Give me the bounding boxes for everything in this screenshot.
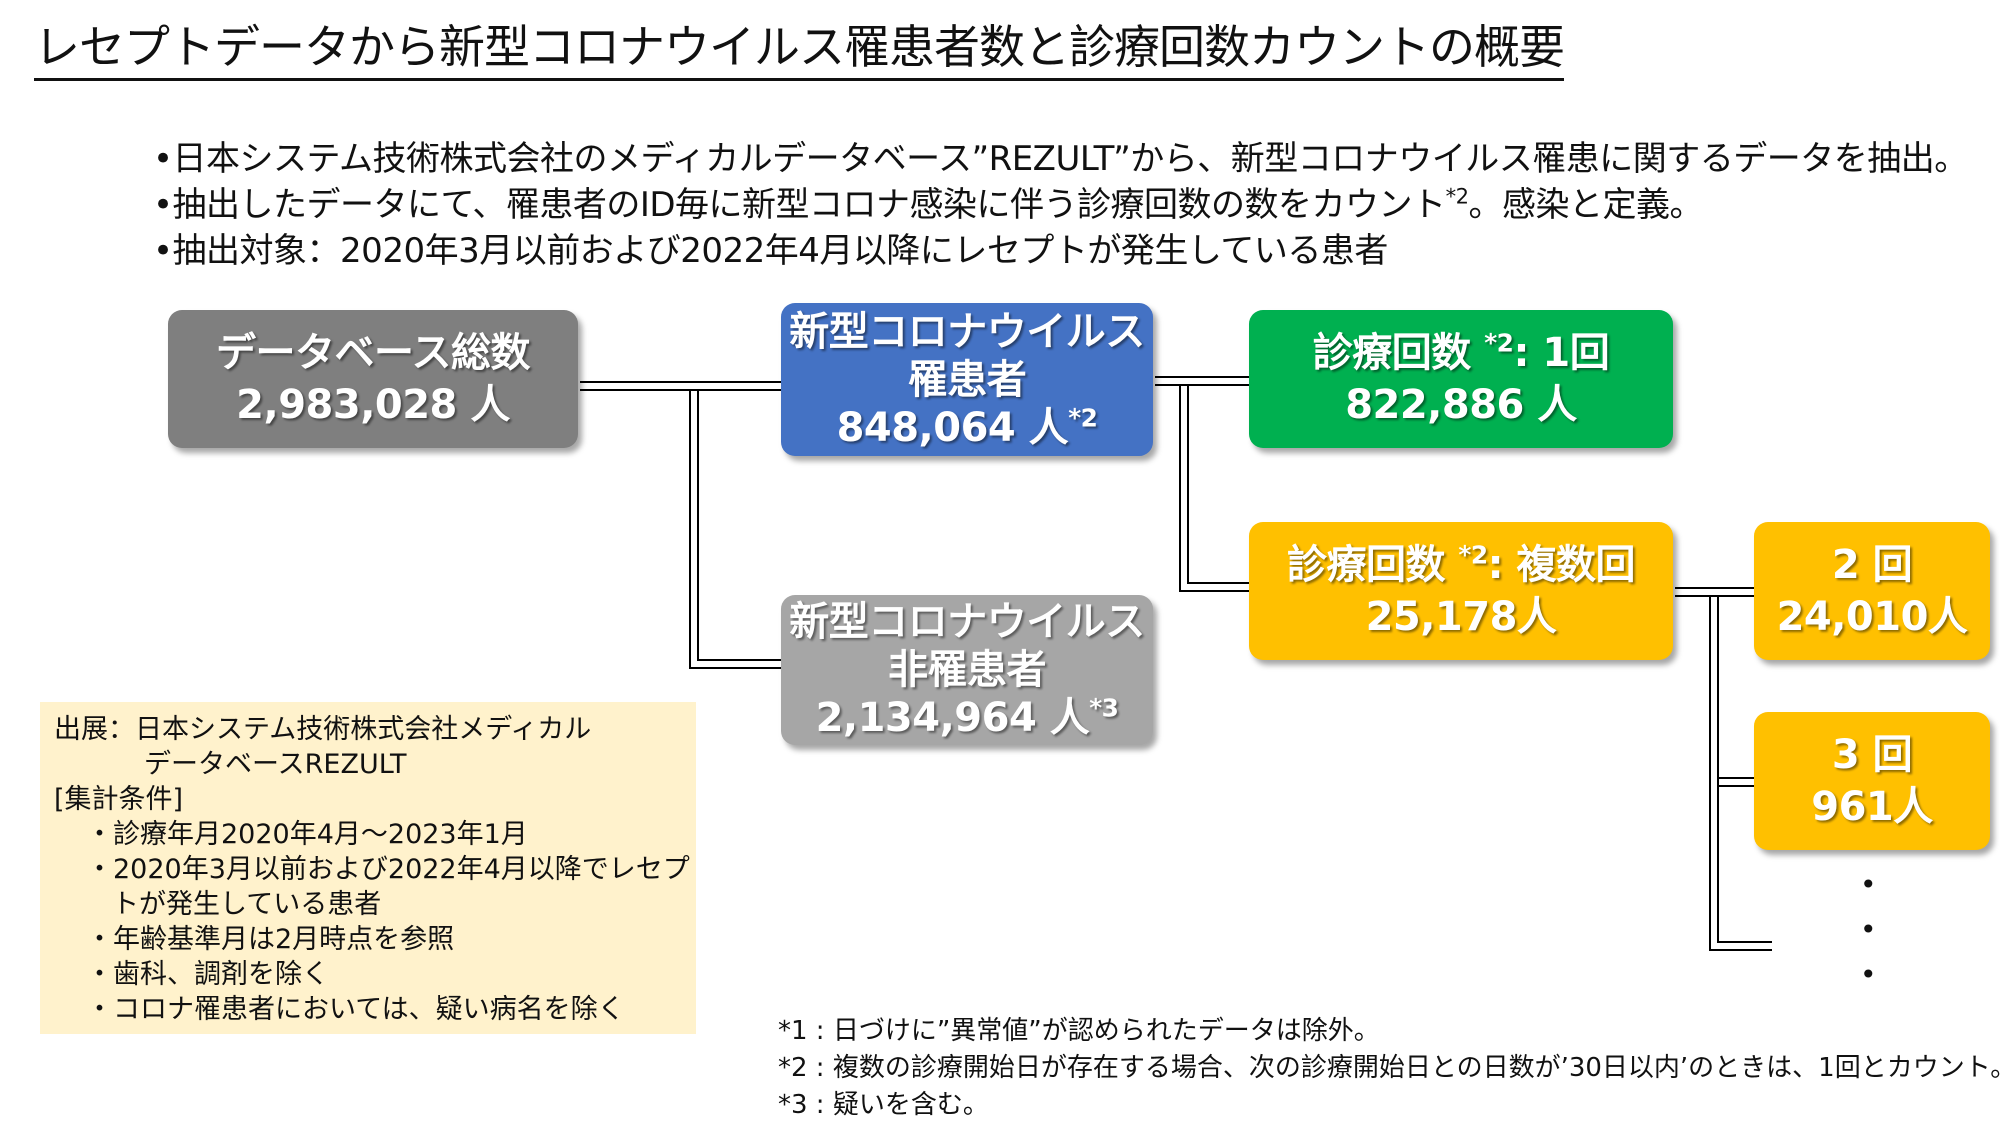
node-visits-once: 診療回数 *2: 1回 822,886 人 <box>1249 310 1673 448</box>
condition-item-cont: トが発生している患者 <box>112 889 382 920</box>
bullet-3: •抽出対象：2020年3月以前および2022年4月以降にレセプトが発生している患… <box>153 231 1388 271</box>
bullet-2: •抽出したデータにて、罹患者のID毎に新型コロナ感染に伴う診療回数の数をカウント… <box>153 183 1704 225</box>
source-line-2: データベースREZULT <box>144 749 407 780</box>
node-noninfected-line2: 非罹患者 <box>888 647 1047 693</box>
node-visits-once-label: 診療回数 *2: 1回 <box>1312 328 1610 376</box>
condition-item: ・2020年3月以前および2022年4月以降でレセプ <box>86 854 690 885</box>
connector-branch2-outer <box>1179 385 1250 592</box>
footnote-2: *2 : 複数の診療開始日が存在する場合、次の診療開始日との日数が’30日以内’… <box>778 1053 2000 1083</box>
ellipsis-more: • • • <box>1860 868 1877 991</box>
source-line-1: 出展：日本システム技術株式会社メディカル <box>54 714 592 745</box>
connector-branch3-outer <box>1709 596 1772 951</box>
conditions-header: [集計条件] <box>54 784 184 815</box>
node-database-label: データベース総数 <box>216 330 531 376</box>
footnotes: *1 : 日づけに”異常値”が認められたデータは除外。 *2 : 複数の診療開始… <box>778 1013 2000 1124</box>
node-infected: 新型コロナウイルス 罹患者 848,064 人*2 <box>781 303 1153 456</box>
node-visits-once-count: 822,886 人 <box>1345 382 1577 428</box>
condition-item: ・コロナ罹患者においては、疑い病名を除く <box>86 994 625 1025</box>
connector-branch2-inner <box>1187 385 1250 584</box>
connector-branch-inner <box>697 390 782 661</box>
footnote-3: *3 : 疑いを含む。 <box>778 1090 989 1120</box>
node-visits-3: 3 回 961人 <box>1754 712 1990 850</box>
node-visits-2-label: 2 回 <box>1831 542 1913 588</box>
node-database-total: データベース総数 2,983,028 人 <box>168 310 578 448</box>
summary-bullets: •日本システム技術株式会社のメディカルデータベース”REZULT”から、新型コロ… <box>153 136 1968 274</box>
node-visits-3-label: 3 回 <box>1831 732 1913 778</box>
node-noninfected: 新型コロナウイルス 非罹患者 2,134,964 人*3 <box>781 595 1153 745</box>
node-visits-multi-label: 診療回数 *2: 複数回 <box>1286 540 1636 588</box>
node-visits-multi-count: 25,178人 <box>1365 594 1557 640</box>
node-noninfected-count: 2,134,964 人*3 <box>815 693 1119 741</box>
condition-item: ・診療年月2020年4月～2023年1月 <box>86 819 528 850</box>
connector-branch-outer <box>689 390 782 669</box>
node-infected-line2: 罹患者 <box>907 356 1027 403</box>
condition-item: ・歯科、調剤を除く <box>86 959 329 990</box>
footnote-1: *1 : 日づけに”異常値”が認められたデータは除外。 <box>778 1016 1380 1046</box>
node-database-count: 2,983,028 人 <box>236 382 510 428</box>
source-conditions-box: 出展：日本システム技術株式会社メディカル データベースREZULT [集計条件]… <box>40 702 696 1034</box>
node-visits-multi: 診療回数 *2: 複数回 25,178人 <box>1249 522 1673 660</box>
connector-branch3-inner <box>1717 596 1772 943</box>
node-visits-2: 2 回 24,010人 <box>1754 522 1990 660</box>
node-noninfected-line1: 新型コロナウイルス <box>789 599 1145 645</box>
node-infected-count: 848,064 人*2 <box>836 403 1098 451</box>
page-title: レセプトデータから新型コロナウイルス罹患者数と診療回数カウントの概要 <box>34 18 1565 81</box>
bullet-1: •日本システム技術株式会社のメディカルデータベース”REZULT”から、新型コロ… <box>153 139 1968 179</box>
condition-item: ・年齢基準月は2月時点を参照 <box>86 924 455 955</box>
node-infected-line1: 新型コロナウイルス <box>789 308 1145 355</box>
node-visits-2-count: 24,010人 <box>1776 594 1968 640</box>
node-visits-3-count: 961人 <box>1811 784 1933 830</box>
